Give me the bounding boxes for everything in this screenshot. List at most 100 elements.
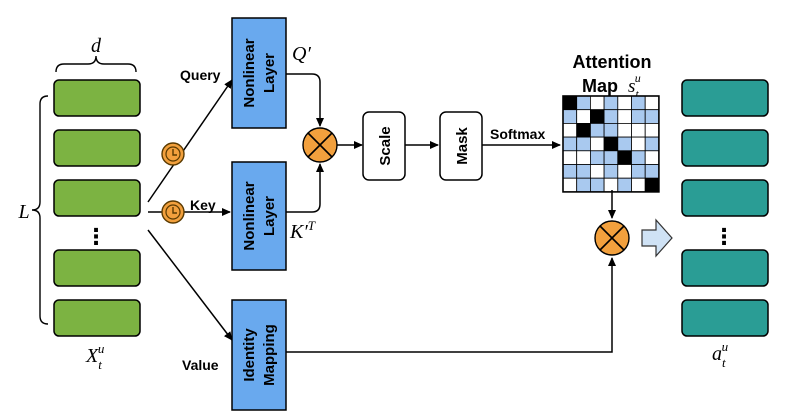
attention-cell <box>631 109 646 124</box>
attention-cell <box>617 95 632 111</box>
output-vector-row <box>681 79 769 117</box>
identity-mapping: Identity Mapping <box>231 299 287 411</box>
attention-cell <box>590 123 605 138</box>
output-ellipsis: ⋮ <box>713 224 735 249</box>
attention-cell <box>603 164 619 179</box>
attention-cell <box>631 177 646 193</box>
attention-cell <box>617 177 632 193</box>
attention-title-1: Attention <box>573 52 652 72</box>
input-vector-row <box>53 179 141 217</box>
attention-cell <box>603 95 619 111</box>
attention-cell <box>631 164 646 179</box>
attention-map-border <box>562 95 660 193</box>
attention-cell <box>576 95 591 111</box>
attention-cell <box>562 150 578 165</box>
k-prime-label: K′T <box>289 218 316 243</box>
attention-cell <box>603 150 619 165</box>
attention-cell <box>562 136 578 152</box>
attention-cell <box>590 136 605 152</box>
query-connector <box>286 73 324 127</box>
attention-cell <box>603 177 619 193</box>
attention-cell <box>562 109 578 124</box>
clock-icon <box>161 200 185 224</box>
output-rows <box>681 79 769 337</box>
value-label: Value <box>182 357 219 373</box>
input-matrix: d L ⋮ Xtu <box>17 35 141 372</box>
input-vector-row <box>53 249 141 287</box>
attention-cell <box>644 164 660 179</box>
attention-cell <box>576 164 591 179</box>
attention-cell <box>617 150 632 165</box>
attention-title-2: Map <box>582 76 618 96</box>
output-vector-row <box>681 249 769 287</box>
attention-cell <box>603 123 619 138</box>
svg-text:Identity: Identity <box>241 328 258 382</box>
attention-cell <box>644 136 660 152</box>
attention-cell <box>576 177 591 193</box>
attention-cell <box>644 109 660 124</box>
multiply-circle-icon <box>594 220 630 256</box>
attention-cell <box>590 109 605 124</box>
attention-symbol: stu <box>628 71 641 101</box>
svg-text:Nonlinear: Nonlinear <box>241 181 258 250</box>
attention-cell <box>562 95 578 111</box>
svg-text:Layer: Layer <box>261 196 278 236</box>
attention-cell <box>603 109 619 124</box>
len-brace <box>31 95 49 325</box>
attention-cell <box>631 95 646 111</box>
nonlinear-layer-query: Nonlinear Layer <box>231 17 287 129</box>
query-label: Query <box>180 67 221 83</box>
attention-cell <box>590 150 605 165</box>
attention-cell <box>562 177 578 193</box>
multiply-circle-icon <box>302 127 338 163</box>
input-matrix-label: Xtu <box>85 341 105 372</box>
dim-brace <box>55 55 137 73</box>
svg-text:Mapping: Mapping <box>261 324 278 386</box>
input-vector-row <box>53 299 141 337</box>
attention-cell <box>590 164 605 179</box>
attention-cell <box>576 136 591 152</box>
output-label: atu <box>712 339 729 370</box>
input-ellipsis: ⋮ <box>85 224 107 249</box>
key-label: Key <box>190 197 216 213</box>
scale-block: Scale <box>362 111 406 181</box>
attention-cell <box>644 177 660 193</box>
output-vector-row <box>681 179 769 217</box>
attention-cell <box>631 150 646 165</box>
attention-cell <box>617 136 632 152</box>
attention-cell <box>562 123 578 138</box>
svg-text:Mask: Mask <box>454 127 471 165</box>
attention-cell <box>576 150 591 165</box>
output-vector-row <box>681 299 769 337</box>
key-connector <box>286 163 324 213</box>
input-rows <box>53 79 141 337</box>
svg-text:Layer: Layer <box>261 53 278 93</box>
nonlinear-layer-key: Nonlinear Layer <box>231 161 287 271</box>
q-prime-label: Q′ <box>292 43 311 65</box>
attention-cell <box>590 95 605 111</box>
mask-block: Mask <box>439 111 483 181</box>
softmax-label: Softmax <box>490 126 545 142</box>
attention-cell <box>617 123 632 138</box>
attention-cell <box>644 95 660 111</box>
output-matrix: ⋮ atu <box>681 79 769 370</box>
attention-cell <box>631 136 646 152</box>
input-vector-row <box>53 79 141 117</box>
attention-cell <box>590 177 605 193</box>
input-vector-row <box>53 129 141 167</box>
attention-cell <box>576 109 591 124</box>
output-arrow-icon <box>641 218 673 258</box>
value-connector <box>286 257 616 353</box>
attention-cell <box>617 109 632 124</box>
attention-cell <box>576 123 591 138</box>
attention-map-grid <box>562 95 660 193</box>
svg-text:Nonlinear: Nonlinear <box>241 38 258 107</box>
svg-text:Scale: Scale <box>377 126 394 165</box>
attention-cell <box>603 136 619 152</box>
output-vector-row <box>681 129 769 167</box>
clock-icon <box>161 142 185 166</box>
attention-cell <box>644 123 660 138</box>
dim-label: d <box>91 35 102 57</box>
attention-cell <box>562 164 578 179</box>
